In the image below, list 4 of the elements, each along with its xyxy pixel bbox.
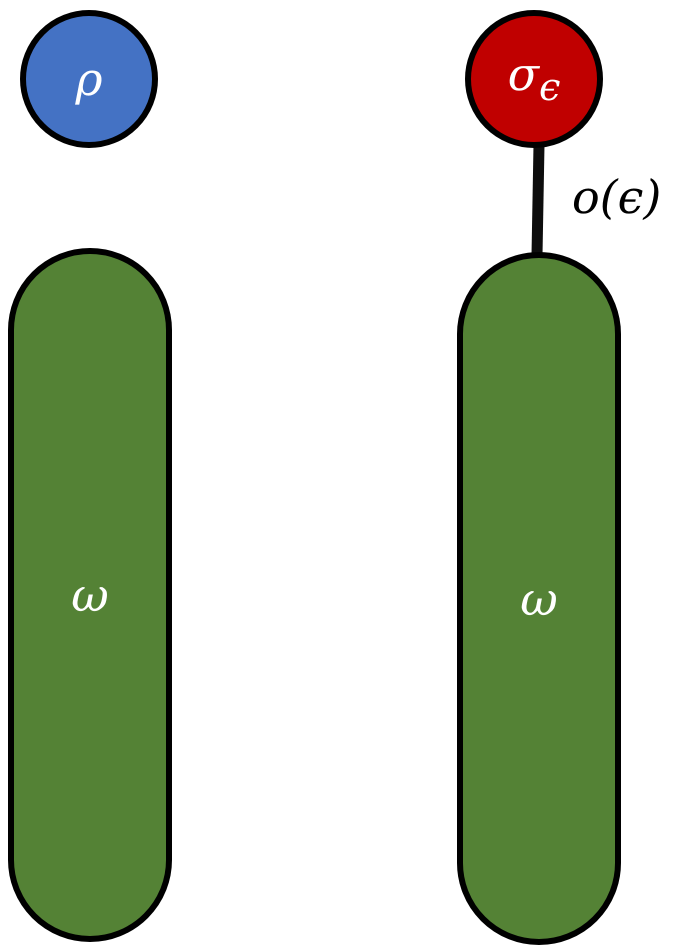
edge-label: o(ϵ) [572,174,662,220]
node-label: σ$_{ϵ}$ [508,50,560,108]
node-label: ω [71,572,109,618]
node-label: ω [520,576,558,622]
